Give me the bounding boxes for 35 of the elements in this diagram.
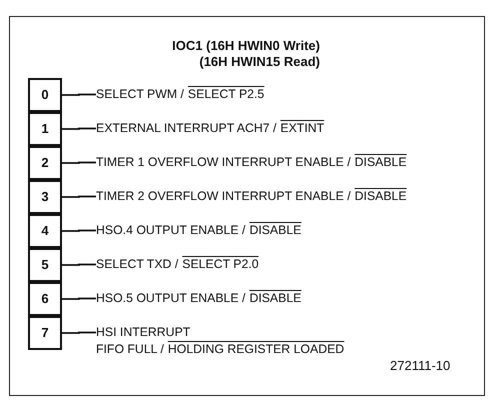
bit-box: 2 <box>28 146 62 180</box>
figure-number: 272111-10 <box>390 358 450 373</box>
bit-box: 5 <box>28 248 62 282</box>
inverse-description: DISABLE <box>249 290 302 307</box>
bit-box: 7 <box>28 316 62 350</box>
connector-line <box>62 298 96 300</box>
bit-box: 6 <box>28 282 62 316</box>
connector-line <box>62 264 96 266</box>
bit-description: TIMER 2 OVERFLOW INTERRUPT ENABLE / <box>96 188 351 205</box>
inverse-description: DISABLE <box>249 222 302 239</box>
bit-description: SELECT TXD / <box>96 256 178 273</box>
connector-line <box>62 196 96 198</box>
inverse-description: EXTINT <box>280 120 324 137</box>
connector-line <box>62 332 96 334</box>
bit-description: TIMER 1 OVERFLOW INTERRUPT ENABLE / <box>96 154 351 171</box>
register-title: IOC1 (16H HWIN0 Write) (16H HWIN15 Read) <box>171 38 320 70</box>
inverse-description: HOLDING REGISTER LOADED <box>168 341 344 358</box>
connector-line <box>62 162 96 164</box>
inverse-description: DISABLE <box>354 188 407 205</box>
bit-description: HSI INTERRUPT <box>96 324 190 341</box>
inverse-description: SELECT P2.5 <box>188 86 264 103</box>
bit-box: 1 <box>28 112 62 146</box>
connector-line <box>62 128 96 130</box>
bit-description: HSO.5 OUTPUT ENABLE / <box>96 290 246 307</box>
connector-line <box>62 230 96 232</box>
bit-description: FIFO FULL / <box>96 341 164 358</box>
connector-line <box>62 94 96 96</box>
bit-description: EXTERNAL INTERRUPT ACH7 / <box>96 120 276 137</box>
bit-box: 4 <box>28 214 62 248</box>
inverse-description: DISABLE <box>354 154 407 171</box>
inverse-description: SELECT P2.0 <box>182 256 259 273</box>
bit-box: 0 <box>28 78 62 112</box>
bit-description: SELECT PWM / <box>96 86 184 103</box>
bit-description: HSO.4 OUTPUT ENABLE / <box>96 222 246 239</box>
bit-box: 3 <box>28 180 62 214</box>
